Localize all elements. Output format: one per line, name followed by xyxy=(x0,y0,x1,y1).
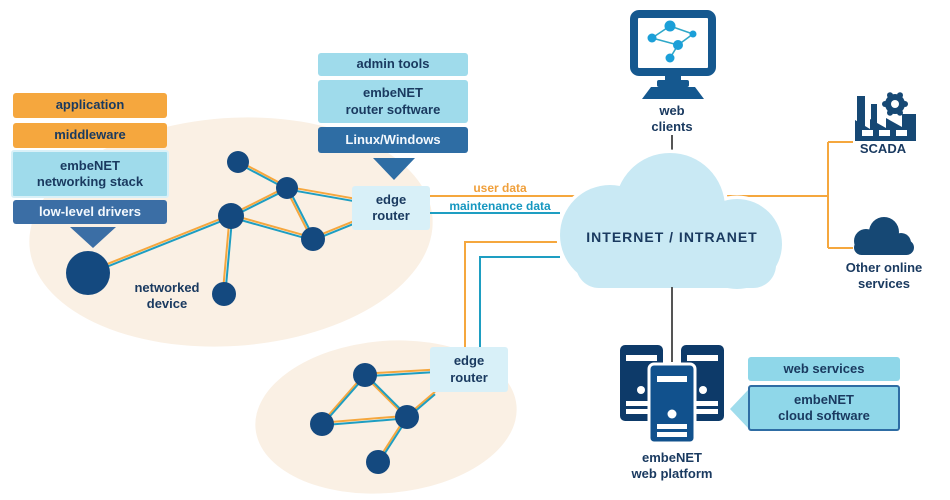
edge-router2-maintenance-data-line xyxy=(479,256,560,347)
layer-web-services: web services xyxy=(748,357,900,381)
other-online-services-label: Other online services xyxy=(845,260,923,291)
layer-middleware: middleware xyxy=(13,123,167,148)
layer-embenet-cloud-software: embeNET cloud software xyxy=(748,385,900,431)
factory-icon xyxy=(855,92,916,141)
arrow-down-icon xyxy=(70,227,116,248)
arrow-left-icon xyxy=(730,390,748,428)
layer-embenet-networking-stack: embeNET networking stack xyxy=(11,150,169,198)
internet-intranet-label: INTERNET / INTRANET xyxy=(586,229,758,245)
networked-device-label: networked device xyxy=(134,280,200,311)
layer-embenet-router-software: embeNET router software xyxy=(318,80,468,123)
mesh-network-2-nodes xyxy=(310,363,419,474)
scada-branch-line xyxy=(827,141,853,249)
layer-admin-tools: admin tools xyxy=(318,53,468,76)
layer-low-level-drivers: low-level drivers xyxy=(13,200,167,224)
edge-router-1: edge router xyxy=(352,186,430,230)
networked-device-node xyxy=(66,251,110,295)
arrow-down-icon xyxy=(373,158,415,180)
edge-router2-user-data-line xyxy=(464,241,557,347)
monitor-icon xyxy=(630,10,716,99)
web-clients-label: web clients xyxy=(651,103,693,134)
scada-label: SCADA xyxy=(859,141,907,156)
user-data-label: user data xyxy=(473,181,527,195)
cloud-icon xyxy=(854,217,914,255)
layer-application: application xyxy=(13,93,167,118)
maintenance-data-label: maintenance data xyxy=(449,199,551,213)
internet-cloud-shape xyxy=(556,149,786,293)
embenet-web-platform-label: embeNET web platform xyxy=(631,450,713,481)
edge-router-2: edge router xyxy=(430,347,508,392)
mesh-network-1-nodes xyxy=(66,151,325,306)
layer-linux-windows: Linux/Windows xyxy=(318,127,468,153)
server-stack-icon xyxy=(620,345,724,445)
